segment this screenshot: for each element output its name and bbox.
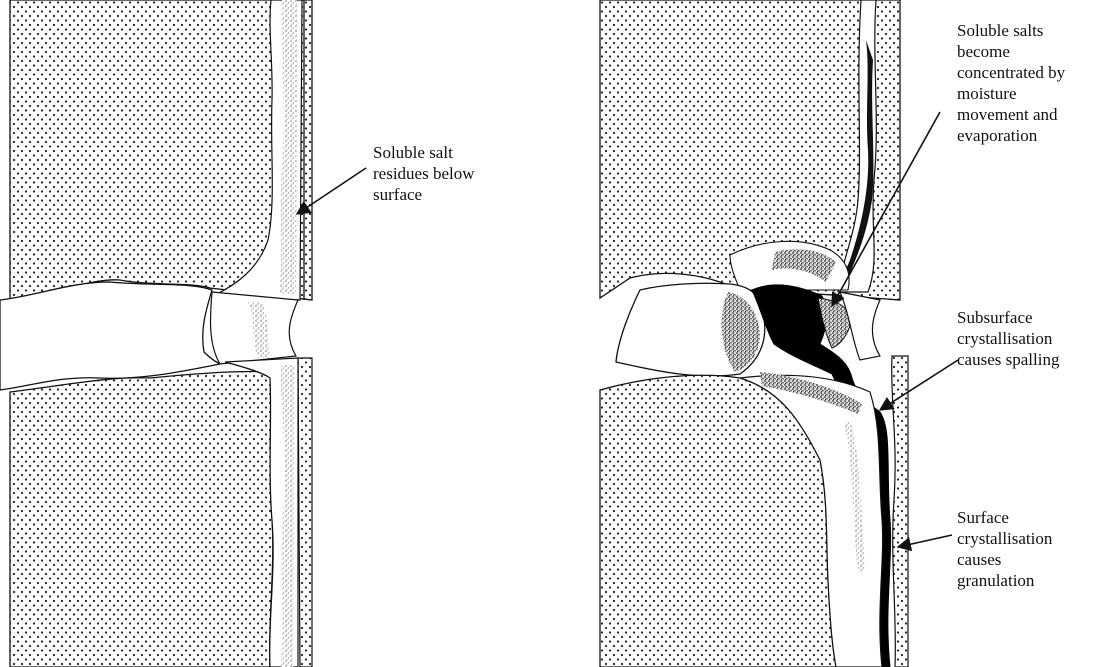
left-lower-stone bbox=[10, 371, 273, 667]
left-panel bbox=[0, 0, 366, 667]
left-mortar-joint bbox=[0, 282, 220, 390]
label-subsurface-crystallisation: Subsurface crystallisation causes spalli… bbox=[957, 307, 1117, 370]
label-salt-residues: Soluble salt residues below surface bbox=[373, 142, 533, 205]
label-salts-concentrated: Soluble salts become concentrated by moi… bbox=[957, 20, 1117, 146]
right-lower-edge-stone bbox=[892, 356, 908, 667]
right-panel bbox=[600, 0, 958, 667]
label-surface-crystallisation: Surface crystallisation causes granulati… bbox=[957, 507, 1117, 591]
left-lower-edge-stone bbox=[298, 358, 312, 667]
